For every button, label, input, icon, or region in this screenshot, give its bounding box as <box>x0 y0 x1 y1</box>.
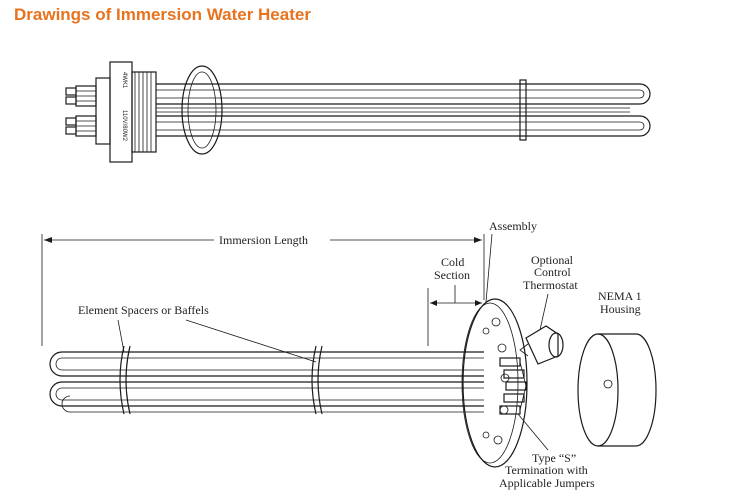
type-s-label-3: Applicable Jumpers <box>499 476 595 490</box>
bottom-heater-drawing: Immersion Length Cold Section Assembly E… <box>41 219 657 490</box>
top-heater-drawing: 4WK1 110V/80W2 <box>65 61 651 163</box>
top-element-spacer <box>519 79 527 141</box>
assembly-label: Assembly <box>489 219 537 233</box>
thermostat-label-3: Thermostat <box>523 278 578 292</box>
thermostat-label-2: Control <box>534 265 571 279</box>
top-gasket-ring <box>181 65 223 155</box>
top-gasket-ring-inner <box>187 71 217 149</box>
cold-section-label-1: Cold <box>441 255 464 269</box>
element-spacers <box>119 345 323 415</box>
top-flange: 4WK1 110V/80W2 <box>109 61 157 163</box>
immersion-length-label: Immersion Length <box>219 233 308 247</box>
flange-text-1: 4WK1 <box>121 72 127 89</box>
nema-label-1: NEMA 1 <box>598 289 642 303</box>
cold-section-label-2: Section <box>434 268 470 282</box>
nema-housing <box>577 333 657 447</box>
top-heating-elements <box>156 83 651 137</box>
flange-text-2: 110V/80W2 <box>121 110 127 142</box>
bottom-heating-elements <box>49 351 484 413</box>
nema-label-2: Housing <box>600 302 641 316</box>
bottom-terminals <box>499 357 527 415</box>
bottom-flange <box>461 298 528 468</box>
type-s-label-1: Type “S” <box>532 451 576 465</box>
thermostat-label-1: Optional <box>531 253 574 267</box>
element-spacers-label: Element Spacers or Baffels <box>78 303 209 317</box>
type-s-label-2: Termination with <box>505 463 588 477</box>
page-title: Drawings of Immersion Water Heater <box>14 5 311 24</box>
top-terminals <box>65 77 111 145</box>
control-thermostat <box>519 325 564 365</box>
